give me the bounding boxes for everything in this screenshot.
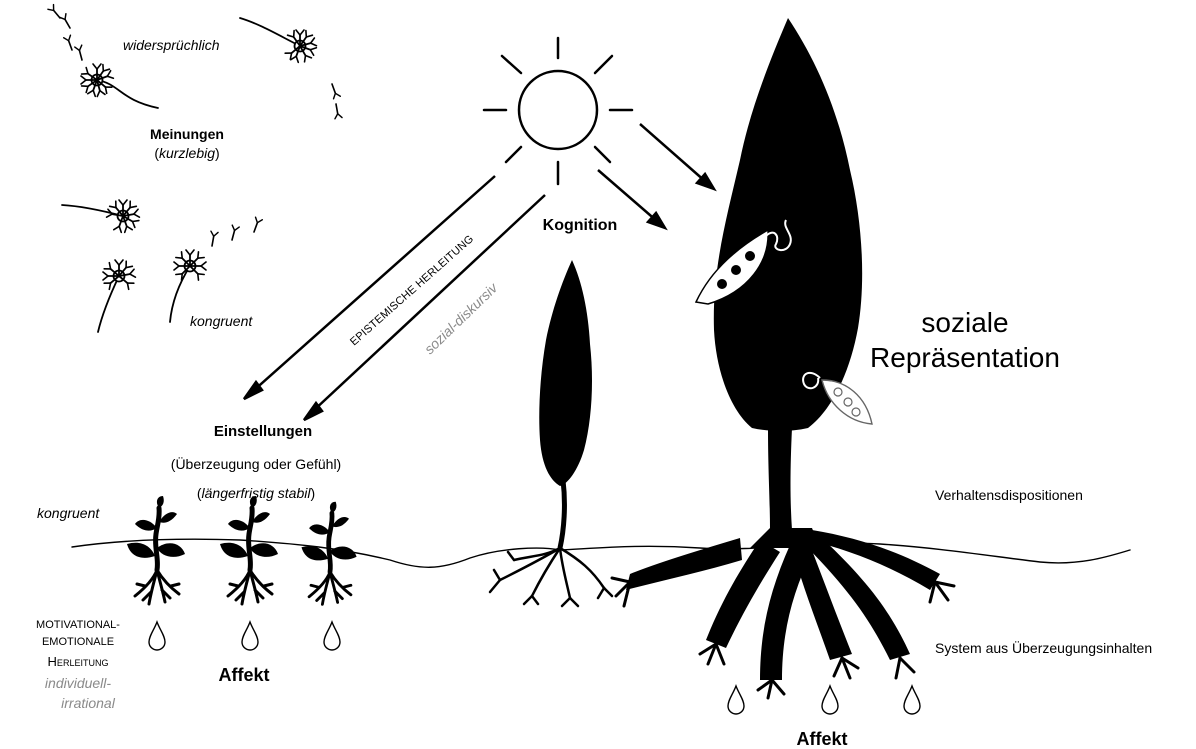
label-affekt-left: Affekt	[218, 665, 269, 685]
label-affekt-bottom: Affekt	[796, 729, 847, 749]
attitude-sprouts	[127, 496, 357, 604]
seedling-icon	[220, 496, 278, 604]
dandelion-seed-icon	[48, 5, 158, 108]
label-soziale: soziale	[921, 307, 1008, 338]
water-drop-icon	[324, 622, 340, 650]
cognition-arrows	[244, 124, 714, 420]
label-laengerfristig: (längerfristig stabil)	[197, 485, 315, 501]
label-sozial-diskursiv: sozial-diskursiv	[421, 279, 501, 357]
label-motivational-3: Herleitung	[48, 654, 109, 669]
label-motivational-1: MOTIVATIONAL-	[36, 619, 120, 631]
seedling-icon	[302, 502, 357, 605]
dandelion-seed-icon	[240, 18, 342, 119]
water-drop-icon	[242, 622, 258, 650]
label-verhaltensdispositionen: Verhaltensdispositionen	[935, 487, 1083, 503]
label-widerspruechlich: widersprüchlich	[123, 37, 220, 53]
label-kurzlebig: (kurzlebig)	[154, 145, 219, 161]
seedling-icon	[127, 496, 185, 604]
label-system: System aus Überzeugungsinhalten	[935, 639, 1152, 656]
sun-icon	[484, 38, 632, 184]
dandelion-seed-icon	[98, 260, 135, 332]
affect-drops-left	[149, 622, 340, 650]
label-motivational-2: EMOTIONALE	[42, 636, 114, 648]
label-individuell-2: irrational	[61, 695, 116, 711]
dandelion-seed-icon	[170, 217, 262, 322]
dandelion-seed-icon	[62, 200, 139, 232]
water-drop-icon	[149, 622, 165, 650]
label-einstellungen: Einstellungen	[214, 423, 312, 440]
label-individuell-1: individuell-	[45, 675, 111, 691]
water-drop-icon	[904, 686, 920, 714]
label-meinungen: Meinungen	[150, 126, 224, 142]
label-ueberzeugung: (Überzeugung oder Gefühl)	[171, 455, 341, 472]
label-kongruent-bottom: kongruent	[37, 505, 100, 521]
opinion-seeds-contradictory	[48, 5, 342, 119]
water-drop-icon	[822, 686, 838, 714]
label-kognition: Kognition	[543, 217, 618, 234]
label-kongruent-top: kongruent	[190, 313, 253, 329]
label-repraesentation: Repräsentation	[870, 342, 1060, 373]
water-drop-icon	[728, 686, 744, 714]
tree-icon	[490, 260, 612, 606]
